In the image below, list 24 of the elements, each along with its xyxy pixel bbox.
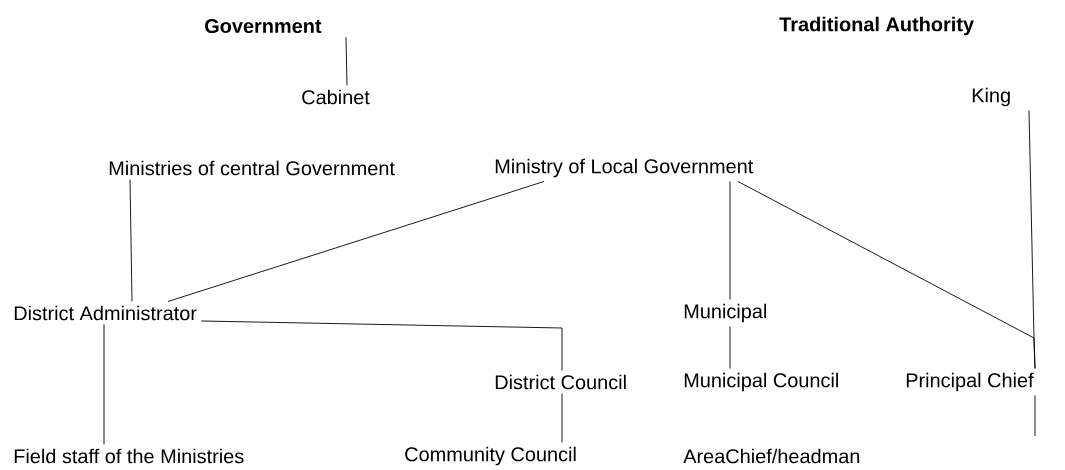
heading: Traditional Authority	[779, 16, 974, 36]
org-label: Municipal Council	[684, 372, 838, 392]
org-label: Field staff of the Ministries	[14, 448, 244, 464]
connector-line	[345, 36, 348, 86]
connector-line	[167, 181, 545, 302]
org-label: District Council	[495, 374, 626, 390]
org-label: Community Council	[405, 446, 576, 466]
org-label: AreaChief/headman	[683, 448, 860, 464]
org-label: King	[972, 87, 1010, 107]
connector-line	[729, 326, 731, 369]
connector-line	[1034, 395, 1036, 437]
org-label: Principal Chief	[906, 372, 1034, 392]
connector-line	[200, 320, 563, 371]
connector-line	[737, 181, 1036, 369]
heading: Government	[205, 18, 322, 34]
connector-line	[561, 393, 563, 443]
connector-line	[129, 179, 133, 302]
org-label: Municipal	[684, 303, 766, 323]
connector-line	[729, 181, 731, 300]
connector-line	[103, 324, 105, 445]
org-label: Cabinet	[302, 89, 370, 105]
org-label: Ministries of central Government	[109, 160, 395, 176]
org-label: District Administrator	[14, 305, 197, 321]
org-label: Ministry of Local Government	[495, 158, 754, 178]
